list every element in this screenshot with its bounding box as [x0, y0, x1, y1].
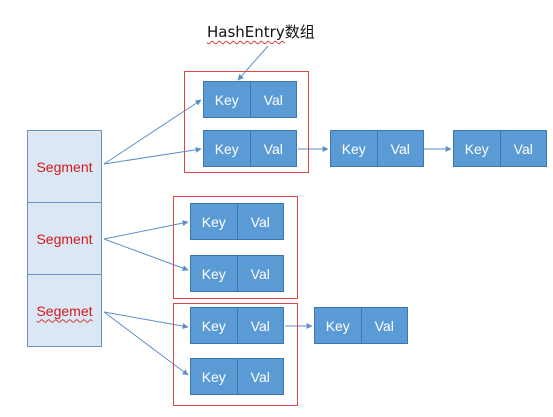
segment-label: Segment [36, 230, 93, 247]
segment-cell-3: Segemet [28, 275, 101, 346]
hash-entry: Key Val [203, 130, 297, 167]
segment-3-arrow-2 [103, 311, 189, 376]
entry-val: Val [250, 368, 270, 385]
entry-val: Val [250, 265, 270, 282]
hash-entry: Key Val [453, 130, 547, 167]
hash-entry: Key Val [314, 307, 408, 344]
entry-key: Key [191, 308, 238, 343]
segment-2-arrow-1 [103, 220, 189, 240]
diagram-title: HashEntry数组 [207, 21, 315, 42]
hash-entry: Key Val [203, 81, 297, 118]
hash-entry: Key Val [190, 307, 284, 344]
title-suffix: 数组 [284, 23, 315, 41]
hash-entry: Key Val [190, 255, 284, 292]
hashentry-table-3 [173, 303, 298, 406]
title-hashentry: HashEntry [207, 23, 285, 41]
entry-val: Val [250, 213, 270, 230]
segment-label: Segemet [36, 302, 93, 319]
entry-val: Val [263, 91, 283, 108]
segment-label: Segment [36, 158, 93, 175]
hash-entry: Key Val [190, 358, 284, 395]
entry-key: Key [204, 131, 251, 166]
entry-key: Key [191, 204, 238, 239]
entry-val: Val [250, 317, 270, 334]
segment-3-arrow-1 [103, 311, 189, 330]
entry-key: Key [191, 256, 238, 291]
hash-entry: Key Val [330, 130, 424, 167]
entry-key: Key [454, 131, 501, 166]
segment-cell-2: Segment [28, 203, 101, 275]
segment-array: Segment Segment Segemet [27, 130, 102, 347]
title-pointer-arrow [237, 45, 269, 81]
hashentry-table-2 [173, 196, 298, 299]
hashentry-table-1 [184, 71, 309, 173]
entry-val: Val [513, 140, 533, 157]
entry-val: Val [390, 140, 410, 157]
segment-cell-1: Segment [28, 131, 101, 203]
segment-2-arrow-2 [103, 238, 189, 271]
entry-key: Key [204, 82, 251, 117]
entry-key: Key [315, 308, 362, 343]
entry-key: Key [191, 359, 238, 394]
hash-entry: Key Val [190, 203, 284, 240]
entry-val: Val [263, 140, 283, 157]
entry-val: Val [374, 317, 394, 334]
entry-key: Key [331, 131, 378, 166]
